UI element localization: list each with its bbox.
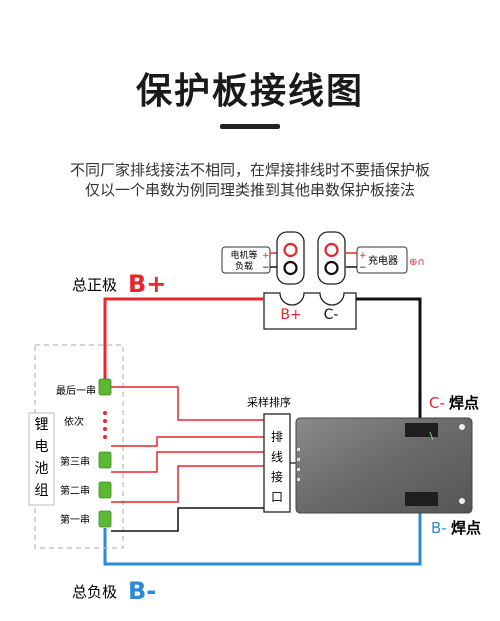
cell-dot-1 — [103, 411, 107, 415]
b-plus-wire — [103, 297, 264, 383]
charger-plus-sign: + — [359, 251, 367, 261]
sample-wire-second — [111, 465, 264, 503]
cell-first — [98, 510, 112, 528]
b-minus-solder-pad — [405, 492, 438, 506]
battery-group-char-1: 锂 — [35, 417, 49, 433]
battery-group-char-3: 池 — [35, 461, 49, 477]
mount-hole-bottom — [459, 498, 465, 504]
b-weld-suffix: 焊点 — [451, 519, 481, 537]
cell-dot-2 — [103, 419, 107, 423]
terminal-right-negative — [324, 260, 339, 276]
positive-pole-big: B+ — [128, 270, 166, 298]
port-b-plus: B+ — [280, 307, 301, 323]
negative-pole-big: B- — [128, 577, 156, 605]
load-plus-sign: + — [262, 251, 270, 261]
cell-label-last: 最后一串 — [56, 385, 96, 397]
b-weld-prefix: B- — [431, 519, 447, 537]
cell-label-sequence: 依次 — [64, 415, 84, 428]
description-line-2: 仅以一个串数为例同理类推到其他串数保护板接法 — [84, 181, 415, 199]
negative-pole-label: 总负极 — [72, 583, 117, 601]
positive-pole-label: 总正极 — [72, 276, 117, 294]
description-line-1: 不同厂家排线接法不相同，在焊接排线时不要插保护板 — [69, 161, 430, 179]
battery-group-char-4: 组 — [35, 483, 49, 499]
cell-label-second: 第二串 — [60, 484, 90, 497]
terminal-right-positive — [324, 242, 339, 258]
page-title: 保护板接线图 — [135, 71, 364, 112]
cell-third — [98, 451, 112, 469]
output-port-box — [263, 292, 357, 330]
connector-char-2: 线 — [271, 450, 283, 464]
sample-wire-dots — [111, 436, 264, 447]
c-weld-suffix: 焊点 — [449, 394, 479, 412]
battery-group-tag — [28, 412, 55, 506]
load-label-line1: 电机等 — [230, 249, 257, 261]
protection-board — [295, 417, 473, 514]
cell-label-third: 第三串 — [60, 455, 90, 468]
charger-box — [356, 246, 408, 274]
charger-minus-sign: − — [359, 263, 367, 273]
cell-second — [98, 481, 112, 499]
sampling-label: 采样排序 — [247, 395, 291, 409]
sample-wire-last — [111, 386, 264, 421]
cell-label-first: 第一串 — [60, 513, 90, 526]
b-minus-wire — [103, 508, 422, 566]
sample-wire-third — [111, 451, 264, 473]
charger-plug-icon: ⊕∩ — [409, 257, 425, 268]
connector-port — [263, 413, 291, 513]
port-c-minus: C- — [324, 307, 339, 323]
c-minus-wire — [356, 297, 422, 425]
cell-dot-3 — [103, 427, 107, 431]
wire-strand — [429, 431, 434, 441]
c-minus-solder-pad — [405, 423, 438, 437]
load-minus-sign: − — [262, 263, 270, 273]
c-weld-prefix: C- — [429, 394, 445, 412]
sample-wire-first — [111, 507, 264, 532]
cell-dot-4 — [103, 435, 107, 439]
terminal-capsule-right — [317, 231, 346, 285]
terminal-left-negative — [283, 260, 298, 276]
title-underline — [220, 124, 280, 129]
charger-label: 充电器 — [368, 254, 398, 267]
cell-last — [98, 378, 112, 396]
terminal-left-positive — [283, 242, 298, 258]
connector-char-1: 排 — [271, 430, 283, 444]
connector-char-3: 接 — [271, 469, 283, 484]
terminal-capsule-left — [276, 231, 305, 285]
load-label-line2: 负载 — [235, 260, 253, 272]
load-box — [221, 246, 271, 274]
connector-char-4: 口 — [271, 490, 283, 504]
mount-hole-top — [459, 424, 465, 430]
battery-group-char-2: 电 — [35, 439, 49, 455]
